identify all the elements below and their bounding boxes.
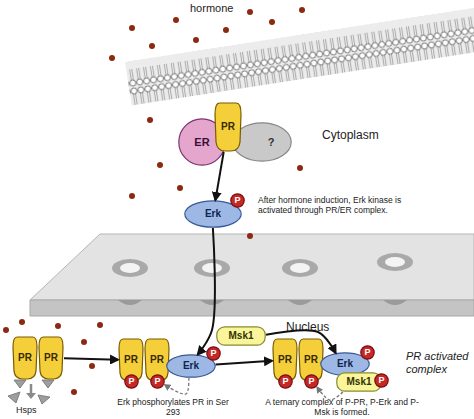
annotation-text: hormone <box>190 2 270 15</box>
receptor-protein: PRP <box>118 338 144 382</box>
node-label: PR <box>18 353 32 363</box>
node-label: PR <box>221 122 235 132</box>
kinase-box: Msk1 P <box>336 372 382 392</box>
receptor-protein: PRP <box>298 338 324 382</box>
node-label: P <box>364 348 370 357</box>
node-label: Erk <box>205 209 221 219</box>
annotation-text: PR activated complex <box>406 350 474 376</box>
signal-arrow <box>64 358 118 359</box>
node-label: Msk1 <box>346 377 371 387</box>
phosphate-circle: P <box>304 374 319 389</box>
annotation-text: A ternary complex of P-PR, P-Erk and P-M… <box>262 397 422 417</box>
node-label: P <box>128 377 134 386</box>
nuclear-pore <box>112 253 413 305</box>
annotation-text: Nucleus <box>286 320 366 334</box>
node-label: PR <box>124 355 138 365</box>
hsp-chaperones <box>8 380 54 404</box>
node-label: PR <box>150 355 164 365</box>
receptor-protein: PRP <box>272 338 298 382</box>
phosphate-circle: P <box>206 346 221 361</box>
node-label: PR <box>278 355 292 365</box>
node-label: P <box>308 377 314 386</box>
node-label: ? <box>268 137 275 148</box>
phosphate-circle: P <box>230 193 245 208</box>
phosphate-circle: P <box>374 373 389 388</box>
node-label: ER <box>194 137 209 148</box>
kinase-box: Msk1 <box>216 326 266 346</box>
nuclear-envelope <box>30 234 474 316</box>
node-label: PR <box>304 355 318 365</box>
node-label: P <box>210 349 216 358</box>
node-label: P <box>154 377 160 386</box>
phosphate-circle: P <box>360 345 375 360</box>
cell-membrane <box>125 7 474 106</box>
phosphate-circle: P <box>124 374 139 389</box>
annotation-text: After hormone induction, Erk kinase is a… <box>258 195 410 215</box>
receptor-protein: PR <box>12 336 38 380</box>
annotation-text: Cytoplasm <box>322 128 412 142</box>
phosphorylation-arrow <box>164 378 189 394</box>
phosphate-circle: P <box>278 374 293 389</box>
signal-arrow <box>216 361 272 365</box>
signal-arrow <box>198 228 215 354</box>
phosphate-circle: P <box>150 374 165 389</box>
node-label: P <box>282 377 288 386</box>
annotation-text: Erk phosphorylates PR in Ser 293 <box>116 397 230 417</box>
receptor-protein: PR <box>214 102 242 152</box>
node-label: Msk1 <box>228 331 253 341</box>
receptor-protein: PRP <box>144 338 170 382</box>
hsp-release-arrow <box>26 384 36 399</box>
node-label: P <box>234 196 240 205</box>
node-label: P <box>378 376 384 385</box>
node-label: PR <box>44 353 58 363</box>
kinase-ellipse: ErkP <box>166 354 216 378</box>
kinase-ellipse: ErkP <box>184 200 242 228</box>
receptor-protein: PR <box>38 336 64 380</box>
node-label: Erk <box>337 359 353 369</box>
annotation-text: Hsps <box>16 405 56 416</box>
node-label: Erk <box>183 361 199 371</box>
